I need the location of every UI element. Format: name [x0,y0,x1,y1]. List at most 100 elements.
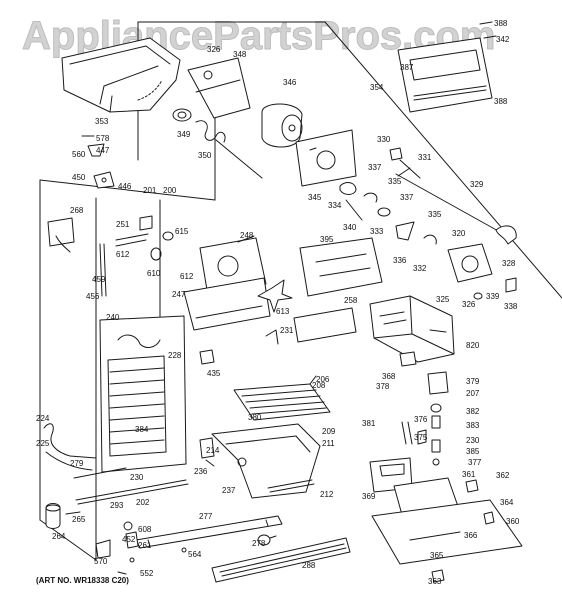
bracket-368-part [399,351,417,367]
fan-housing-plate-part [295,129,357,187]
roller-part [257,534,277,546]
part-number-label: 342 [496,35,510,44]
part-number-label: 326 [207,45,221,54]
part-number-label: 212 [320,490,334,499]
wire-shelf-part [233,375,331,421]
part-number-label: 348 [233,50,247,59]
lower-rail-part [135,515,283,549]
part-number-label: 278 [252,539,266,548]
part-number-label: 248 [240,231,254,240]
part-number-label: 206 [316,375,330,384]
part-number-label: 333 [370,227,384,236]
part-number-label: 335 [388,177,402,186]
part-number-label: 225 [36,439,50,448]
part-number-label: 384 [135,425,149,434]
part-number-label: 353 [95,117,109,126]
screw-parts [81,135,115,189]
part-number-label: 560 [72,150,86,159]
auger-part [172,108,263,179]
part-number-label: 452 [122,535,136,544]
ice-bucket-part [61,37,181,113]
part-number-label: 380 [248,413,262,422]
part-number-label: 578 [96,134,110,143]
dispenser-door-part [397,21,497,113]
misc-fastener-parts [45,503,111,559]
part-number-label: 354 [370,83,384,92]
part-number-label: 337 [368,163,382,172]
part-number-label: 608 [138,525,152,534]
part-number-label: 361 [462,470,476,479]
part-number-label: 366 [464,531,478,540]
part-number-label: 201 [143,186,157,195]
part-number-label: 328 [502,259,516,268]
part-number-label: 279 [70,459,84,468]
part-number-label: 325 [436,295,450,304]
part-number-label: 277 [199,512,213,521]
part-number-label: 350 [198,151,212,160]
part-number-label: 369 [362,492,376,501]
part-number-label: 332 [413,264,427,273]
part-number-label: 447 [96,146,110,155]
part-number-label: 336 [393,256,407,265]
bottom-rails-part [73,467,189,505]
part-number-label: 383 [466,421,480,430]
fan-blade-part [257,279,293,313]
part-number-label: 331 [418,153,432,162]
fan-shroud-part [183,235,271,331]
part-number-label: 360 [506,517,520,526]
part-number-label: 377 [468,458,482,467]
defrost-heater-harness-part [43,423,97,471]
water-valve-parts [401,371,449,466]
small-bracket-parts [199,437,247,467]
ice-maker-module-part [447,225,517,300]
part-number-label: 368 [382,372,396,381]
part-number-label: 224 [36,414,50,423]
part-number-label: 395 [320,235,334,244]
fitting-362-part [465,479,479,493]
part-number-label: 207 [466,389,480,398]
part-number-label: 610 [147,269,161,278]
part-number-label: 329 [470,180,484,189]
part-number-label: 349 [177,130,191,139]
part-number-label: 564 [188,550,202,559]
part-number-label: 381 [362,419,376,428]
part-number-label: 258 [344,296,358,305]
part-number-label: 378 [376,382,390,391]
part-number-label: 435 [207,369,221,378]
part-number-label: 385 [466,447,480,456]
part-number-label: 230 [130,473,144,482]
part-number-label: 388 [494,19,508,28]
auger-motor-part [261,103,303,148]
part-number-label: 388 [494,97,508,106]
part-number-label: 379 [466,377,480,386]
part-number-label: 459 [92,275,106,284]
screw-363-part [431,569,445,583]
hinge-screw-parts [117,521,187,575]
part-number-label: 612 [180,272,194,281]
part-number-label: 240 [106,313,120,322]
art-number-caption: (ART NO. WR18338 C20) [36,576,129,585]
part-number-label: 293 [110,501,124,510]
part-number-label: 615 [175,227,189,236]
part-number-label: 364 [500,498,514,507]
part-number-label: 214 [206,446,220,455]
evaporator-cover-part [299,237,383,297]
part-number-label: 450 [72,173,86,182]
part-number-label: 365 [430,551,444,560]
part-number-label: 612 [116,250,130,259]
part-number-label: 338 [504,302,518,311]
part-number-label: 200 [163,186,177,195]
part-number-label: 211 [322,439,335,448]
part-number-label: 209 [322,427,336,436]
part-number-label: 288 [302,561,316,570]
part-number-label: 570 [94,557,108,566]
part-number-label: 202 [136,498,150,507]
part-number-label: 264 [52,532,66,541]
valve-assembly-part [369,457,523,565]
linkage-parts [339,182,437,245]
thermistor-and-clip-parts [47,215,174,297]
part-number-label: 247 [172,290,186,299]
